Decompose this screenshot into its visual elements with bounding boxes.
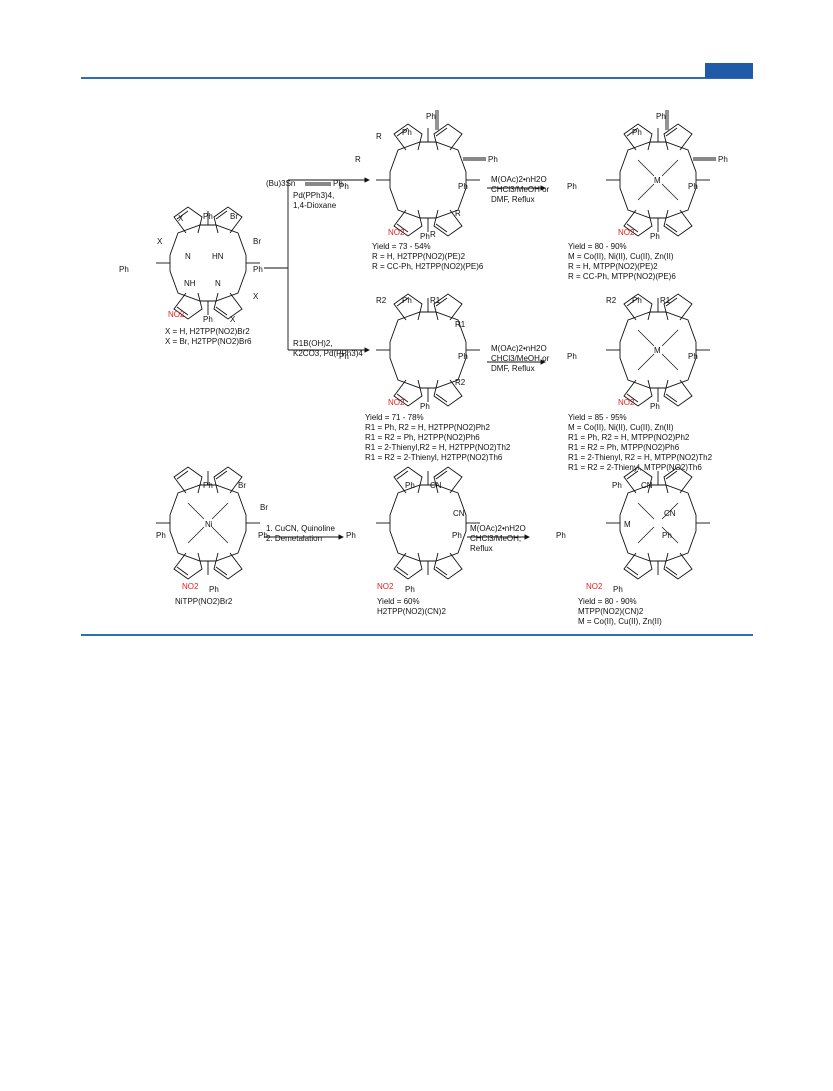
product-b-legend: Yield = 71 - 78% R1 = Ph, R2 = H, H2TPP(…	[365, 413, 511, 462]
atom-ph: Ph	[420, 402, 430, 411]
atom-ph: Ph	[632, 128, 642, 137]
atom-r: R	[430, 230, 436, 239]
atom-r: R	[376, 132, 382, 141]
atom-br: Br	[230, 212, 238, 221]
atom-ph: Ph	[402, 296, 412, 305]
atom-ph: Ph	[662, 531, 672, 540]
atom-ph: Ph	[119, 265, 129, 274]
atom-x: X	[157, 237, 163, 246]
atom-ph: Ph	[258, 531, 268, 540]
atom-br: Br	[260, 503, 268, 512]
atom-ph: Ph	[203, 315, 213, 324]
atom-ph: Ph	[688, 182, 698, 191]
metalation-c-conditions: M(OAc)2•nH2O CHCl3/MeOH, Reflux	[470, 524, 526, 553]
atom-ph: Ph	[452, 531, 462, 540]
nitro-group: NO2	[618, 228, 635, 237]
atom-ph: Ph	[405, 481, 415, 490]
atom-br: Br	[238, 481, 246, 490]
atom-ph: Ph	[650, 402, 660, 411]
atom-x: X	[178, 214, 184, 223]
synthesis-scheme	[155, 110, 716, 580]
header-tab	[705, 63, 753, 78]
atom-ph: Ph	[156, 531, 166, 540]
atom-r: R	[355, 155, 361, 164]
atom-ph: Ph	[458, 352, 468, 361]
nitro-group: NO2	[586, 582, 603, 591]
start-legend: X = H, H2TPP(NO2)Br2 X = Br, H2TPP(NO2)B…	[165, 327, 252, 346]
metal-a-legend: Yield = 80 - 90% M = Co(II), Ni(II), Cu(…	[568, 242, 676, 281]
atom-r2: R2	[455, 378, 466, 387]
nitro-group: NO2	[377, 582, 394, 591]
atom-nh: NH	[184, 279, 196, 288]
atom-ph: Ph	[346, 531, 356, 540]
product-a-legend: Yield = 73 - 54% R = H, H2TPP(NO2)(PE)2 …	[372, 242, 484, 271]
footer-rule	[81, 634, 753, 636]
atom-ph: Ph	[650, 232, 660, 241]
tin-reagent: (Bu)3Sn	[266, 179, 296, 188]
nitro-group: NO2	[388, 228, 405, 237]
atom-m: M	[654, 176, 661, 185]
atom-ph: Ph	[656, 112, 666, 121]
atom-ni: Ni	[205, 520, 213, 529]
atom-ph: Ph	[420, 232, 430, 241]
atom-ph: Ph	[426, 112, 436, 121]
atom-x: X	[230, 315, 236, 324]
atom-n: N	[185, 252, 191, 261]
stille-conditions: Pd(PPh3)4, 1,4-Dioxane	[293, 191, 337, 210]
atom-cn: CN	[430, 481, 442, 490]
atom-ph: Ph	[718, 155, 728, 164]
atom-m: M	[624, 520, 631, 529]
atom-ph: Ph	[405, 585, 415, 594]
nitro-group: NO2	[168, 310, 185, 319]
atom-ph: Ph	[688, 352, 698, 361]
atom-ph: Ph	[567, 352, 577, 361]
atom-br: Br	[253, 237, 261, 246]
atom-n: N	[215, 279, 221, 288]
atom-r1: R1	[660, 296, 671, 305]
product-c-legend: Yield = 60% H2TPP(NO2)(CN)2	[377, 597, 446, 616]
atom-ph: Ph	[458, 182, 468, 191]
atom-ph: Ph	[209, 585, 219, 594]
nitro-group: NO2	[182, 582, 199, 591]
atom-r1: R1	[455, 320, 466, 329]
cyanation-conditions: 1. CuCN, Quinoline 2. Demetalation	[266, 524, 335, 543]
header-rule	[81, 77, 753, 79]
atom-x: X	[253, 292, 259, 301]
atom-ph: Ph	[613, 585, 623, 594]
metalation-a-conditions: M(OAc)2•nH2O CHCl3/MeOH or DMF, Reflux	[491, 175, 550, 204]
atom-cn: CN	[641, 481, 653, 490]
nitro-group: NO2	[388, 398, 405, 407]
metalation-b-conditions: M(OAc)2•nH2O CHCl3/MeOH or DMF, Reflux	[491, 344, 550, 373]
atom-ph: Ph	[567, 182, 577, 191]
atom-ph: Ph	[612, 481, 622, 490]
atom-hn: HN	[212, 252, 224, 261]
atom-ph: Ph	[203, 212, 213, 221]
ni-start-label: NiTPP(NO2)Br2	[175, 597, 233, 606]
atom-r2: R2	[606, 296, 617, 305]
atom-ph: Ph	[556, 531, 566, 540]
atom-ph: Ph	[203, 481, 213, 490]
metal-b-legend: Yield = 85 - 95% M = Co(II), Ni(II), Cu(…	[568, 413, 713, 472]
atom-ph: Ph	[253, 265, 263, 274]
nitro-group: NO2	[618, 398, 635, 407]
atom-ph: Ph	[339, 182, 349, 191]
atom-r1: R1	[430, 296, 441, 305]
atom-ph: Ph	[402, 128, 412, 137]
atom-ph: Ph	[632, 296, 642, 305]
atom-ph: Ph	[339, 352, 349, 361]
atom-ph: Ph	[488, 155, 498, 164]
tin-reagent-ph: Ph	[333, 179, 343, 188]
metal-c-legend: Yield = 80 - 90% MTPP(NO2)(CN)2 M = Co(I…	[578, 597, 662, 626]
atom-cn: CN	[453, 509, 465, 518]
atom-m: M	[654, 346, 661, 355]
atom-r: R	[455, 209, 461, 218]
atom-cn: CN	[664, 509, 676, 518]
suzuki-conditions: R1B(OH)2, K2CO3, Pd(PPh3)4	[293, 339, 363, 358]
atom-r2: R2	[376, 296, 387, 305]
